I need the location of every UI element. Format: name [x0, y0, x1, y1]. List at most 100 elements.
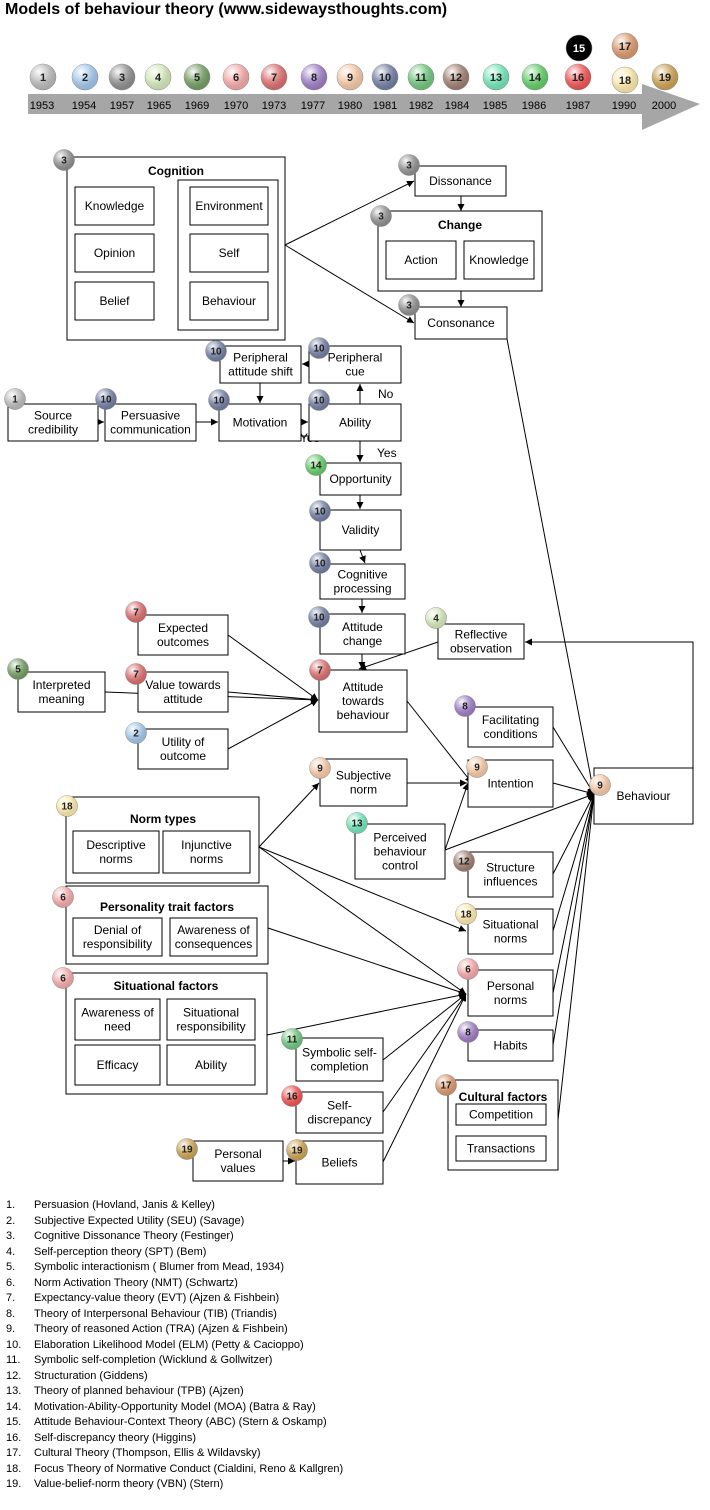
legend-number: 3.	[6, 1230, 16, 1242]
badge-number: 16	[572, 72, 584, 84]
node-label: Belief	[99, 294, 130, 308]
timeline-year: 1985	[483, 100, 507, 112]
badge-18: 18	[56, 795, 78, 817]
badge-number: 10	[379, 72, 391, 84]
badge-number: 9	[474, 762, 480, 773]
badge-number: 12	[458, 856, 470, 867]
node-label: meaning	[38, 692, 84, 706]
node-label: Situational	[183, 1006, 239, 1020]
node-label: conditions	[483, 727, 537, 741]
legend-item: 17.Cultural Theory (Thompson, Ellis & Wi…	[6, 1446, 343, 1462]
node-label: cue	[345, 365, 365, 379]
timeline-badge-16: 16	[564, 63, 592, 91]
node-label: Peripheral	[233, 351, 288, 365]
node-behaviour-c: Behaviour	[189, 281, 269, 321]
node-motivation: Motivation	[218, 403, 302, 442]
node-label: Action	[404, 253, 437, 267]
node-label: need	[104, 1020, 131, 1034]
timeline-year: 1987	[566, 100, 590, 112]
node-label: Opportunity	[329, 472, 391, 486]
badge-number: 6	[60, 892, 66, 903]
legend-item: 15.Attitude Behaviour-Context Theory (AB…	[6, 1415, 343, 1431]
badge-number: 13	[490, 72, 502, 84]
connector	[552, 793, 595, 875]
node-label: Attitude	[342, 620, 383, 634]
node-label: Ability	[195, 1058, 227, 1072]
node-environment: Environment	[189, 186, 269, 226]
node-competition: Competition	[455, 1103, 547, 1126]
node-label: Transactions	[467, 1142, 535, 1156]
node-knowledge: Knowledge	[74, 186, 155, 226]
timeline-badge-5: 5	[183, 63, 211, 91]
legend-text: Motivation-Ability-Opportunity Model (MO…	[34, 1400, 316, 1413]
badge-number: 7	[133, 607, 139, 618]
node-label: norms	[494, 993, 527, 1007]
timeline-year: 1981	[373, 100, 397, 112]
legend-item: 12.Structuration (Giddens)	[6, 1369, 343, 1385]
legend-item: 9.Theory of reasoned Action (TRA) (Ajzen…	[6, 1322, 343, 1338]
legend-item: 18.Focus Theory of Normative Conduct (Ci…	[6, 1462, 343, 1478]
timeline-badge-19: 19	[651, 63, 679, 91]
legend-number: 14.	[6, 1400, 22, 1413]
badge-19: 19	[286, 1139, 308, 1161]
badge-9: 9	[309, 757, 331, 779]
node-label: Interpreted	[32, 678, 90, 692]
node-label: communication	[110, 423, 191, 437]
legend-text: Value-belief-norm theory (VBN) (Stern)	[34, 1478, 224, 1490]
node-label: Self-	[327, 1099, 352, 1113]
legend-item: 3. Cognitive Dissonance Theory (Festinger…	[6, 1229, 343, 1245]
badge-8: 8	[454, 695, 476, 717]
timeline-badge-8: 8	[300, 63, 328, 91]
timeline-badge-6: 6	[222, 63, 250, 91]
badge-16: 16	[281, 1085, 303, 1107]
badge-number: 7	[317, 665, 323, 676]
badge-number: 13	[351, 818, 363, 829]
connector	[227, 699, 319, 750]
group-title: Cognition	[148, 164, 204, 178]
timeline-badge-2: 2	[71, 63, 99, 91]
badge-number: 5	[194, 72, 200, 84]
timeline-badge-9: 9	[336, 63, 364, 91]
timeline-badge-13: 13	[482, 63, 510, 91]
node-label: Peripheral	[328, 351, 383, 365]
badge-number: 9	[597, 780, 603, 791]
badge-number: 3	[406, 300, 412, 311]
legend-item: 7.Expectancy-value theory (EVT) (Ajzen &…	[6, 1291, 343, 1307]
node-label: Opinion	[94, 246, 135, 260]
connector	[266, 991, 467, 1036]
node-label: behaviour	[337, 708, 390, 722]
badge-number: 16	[286, 1091, 298, 1102]
badge-12: 12	[453, 850, 475, 872]
node-label: Dissonance	[429, 174, 492, 188]
node-ability: Ability	[308, 403, 402, 442]
node-opinion: Opinion	[74, 233, 155, 273]
connector	[359, 549, 366, 564]
node-label: Symbolic self-	[302, 1046, 377, 1060]
badge-10: 10	[208, 389, 230, 411]
badge-number: 1	[40, 72, 46, 84]
page-title: Models of behaviour theory (www.sideways…	[5, 1, 448, 18]
node-symbolic: Symbolic self-completion	[295, 1037, 384, 1082]
node-label: attitude	[163, 692, 203, 706]
legend-item: 14. Motivation-Ability-Opportunity Model …	[6, 1400, 343, 1416]
badge-number: 3	[61, 155, 67, 166]
badge-10: 10	[309, 500, 331, 522]
legend-text: Self-discrepancy theory (Higgins)	[34, 1431, 197, 1444]
node-label: consequences	[175, 937, 252, 951]
node-behaviour: Behaviour	[593, 767, 694, 825]
timeline-year: 1965	[147, 100, 171, 112]
timeline-year: 1984	[445, 100, 469, 112]
badge-7: 7	[125, 601, 147, 623]
legend-text: Cognitive Dissonance Theory (Festinger)	[34, 1230, 234, 1242]
node-label: attitude shift	[228, 365, 293, 379]
legend-item: 19.Value-belief-norm theory (VBN) (Stern…	[6, 1477, 343, 1493]
badge-number: 17	[440, 1080, 452, 1091]
timeline-badge-12: 12	[442, 63, 470, 91]
connector	[552, 782, 595, 796]
timeline-badge-4: 4	[144, 63, 172, 91]
edge-label-yes2: Yes	[377, 446, 397, 460]
